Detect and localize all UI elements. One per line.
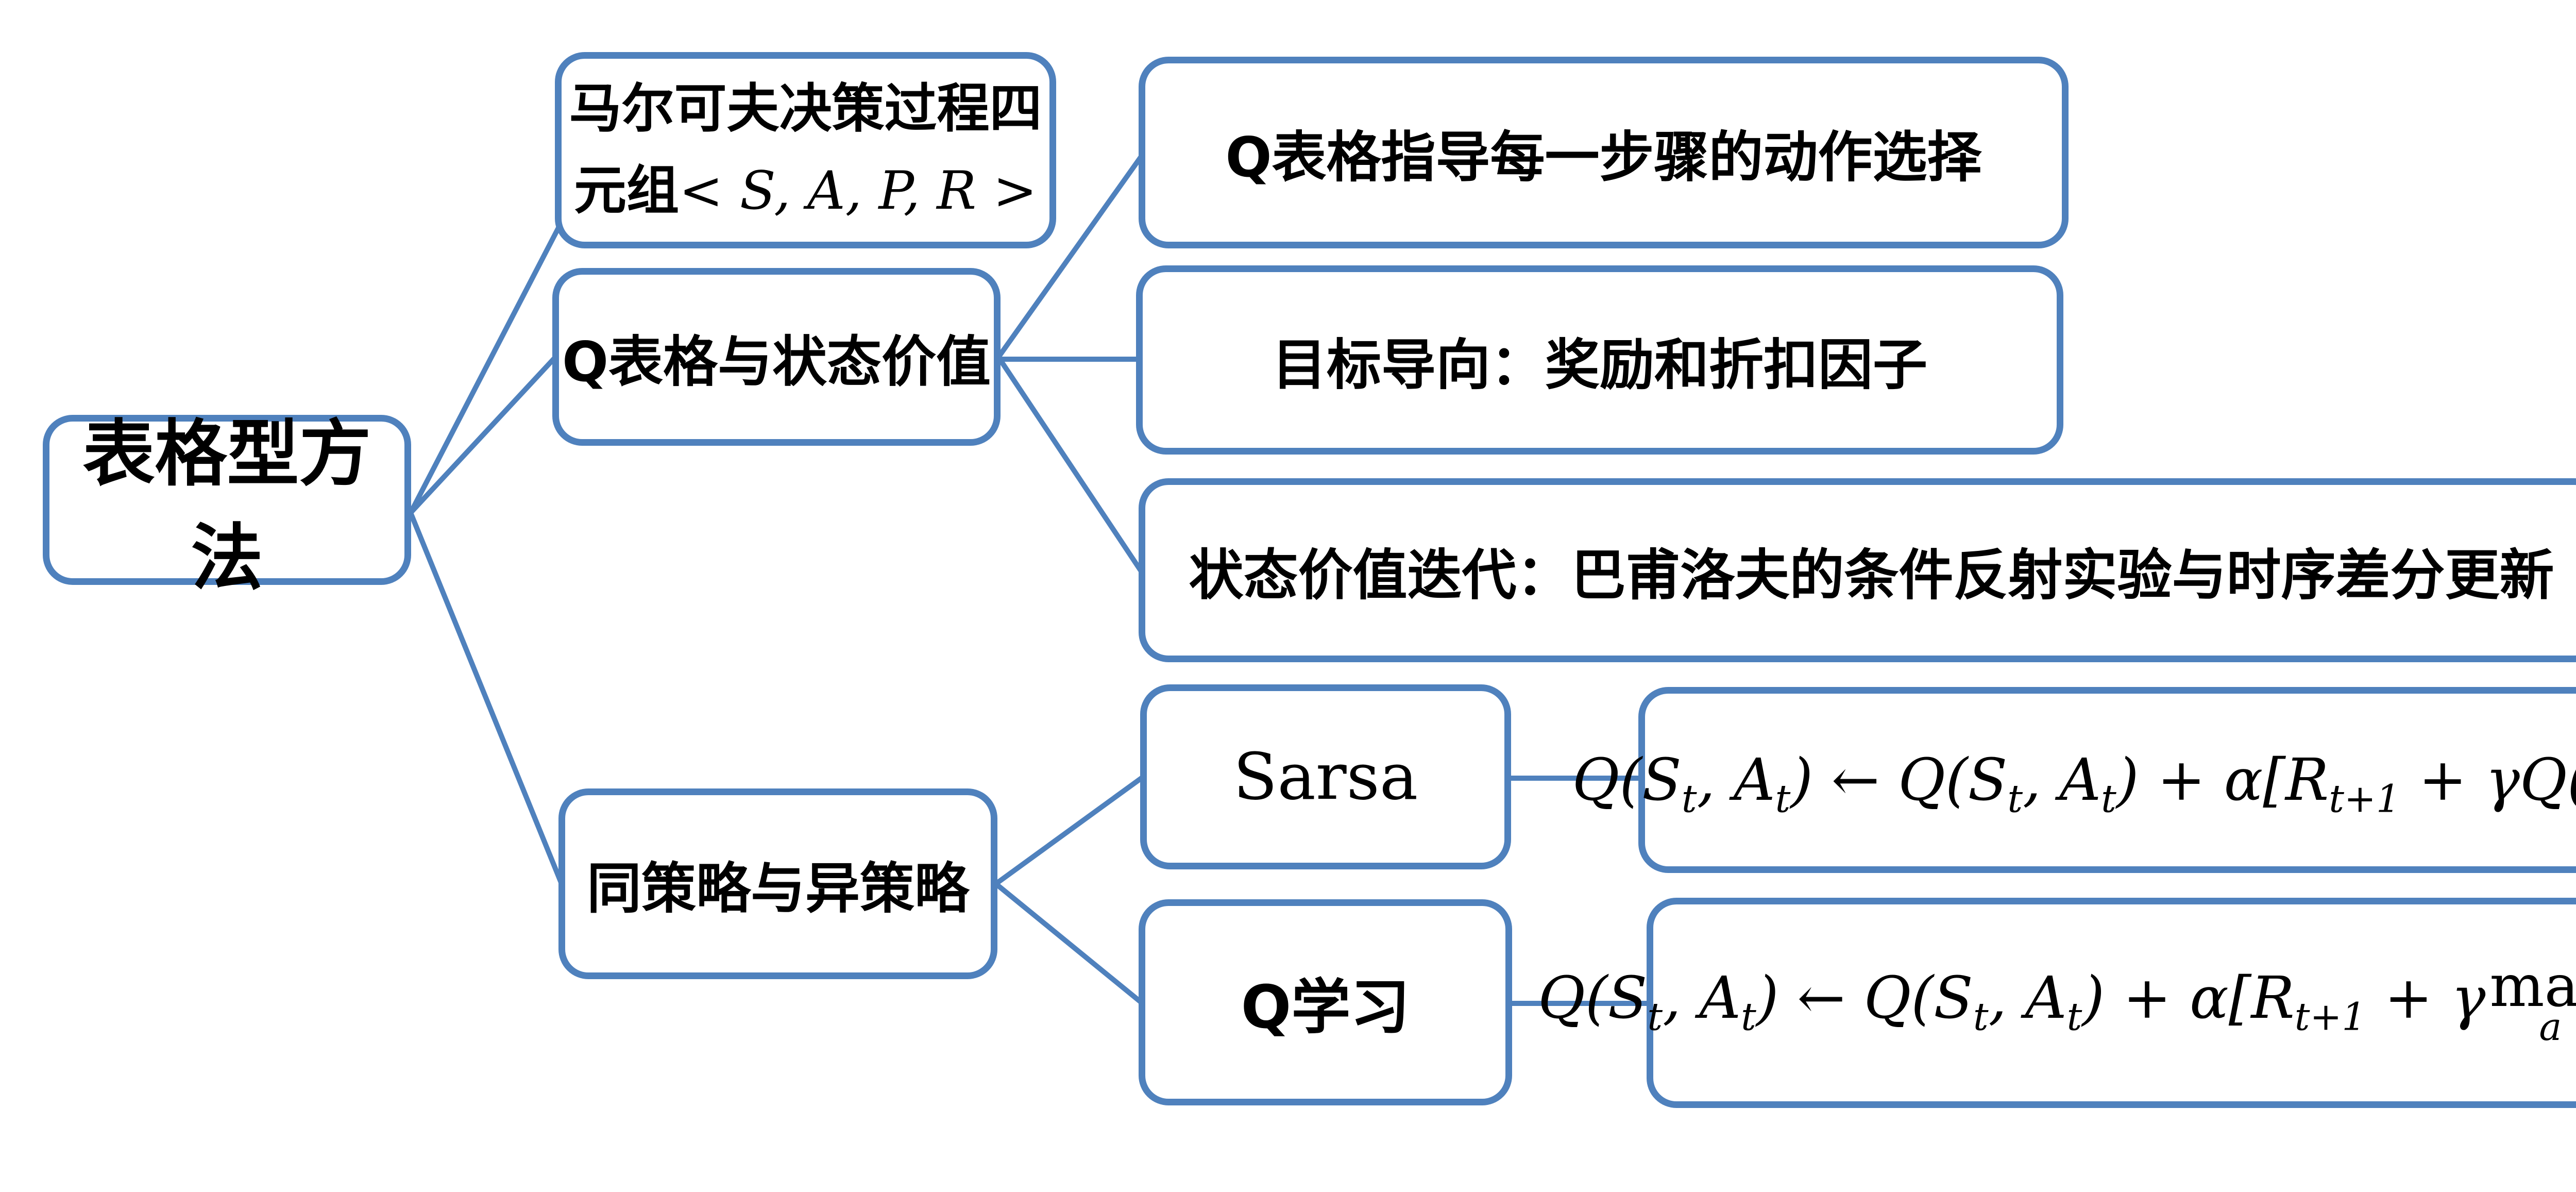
q-learning-formula-text: Q(St, At) ← Q(St, At) + α[Rt+1 + γmaxa Q…	[1538, 952, 2576, 1050]
node-q-learning: Q学习	[1139, 899, 1512, 1105]
node-mdp-quadruple: 马尔可夫决策过程四 元组< S, A, P, R >	[555, 52, 1056, 248]
connector-root-qtable	[409, 355, 557, 515]
node-sarsa: Sarsa	[1140, 684, 1511, 869]
node-goal-oriented-reward-discount: 目标导向：奖励和折扣因子	[1136, 265, 2063, 455]
node-mdp-line2: 元组< S, A, P, R >	[574, 150, 1037, 232]
node-mdp-line2-math: < S, A, P, R >	[679, 160, 1037, 222]
node-on-off-policy: 同策略与异策略	[558, 788, 997, 979]
connector-qtable-guide	[996, 156, 1143, 359]
sarsa-formula-text: Q(St, At) ← Q(St, At) + α[Rt+1 + γQ(St+1…	[1572, 746, 2576, 821]
connector-root-policy	[408, 512, 564, 885]
connector-policy-sarsa	[994, 775, 1144, 886]
connector-qtable-iter	[996, 356, 1143, 572]
node-qtable-action-selection-label: Q表格指导每一步骤的动作选择	[1225, 126, 1982, 189]
node-root-label: 表格型方法	[82, 412, 371, 600]
connector-root-mdp	[408, 225, 562, 514]
node-qtable-action-selection: Q表格指导每一步骤的动作选择	[1139, 57, 2069, 248]
node-root-tabular-methods: 表格型方法	[43, 412, 411, 600]
node-mdp-line1: 马尔可夫决策过程四	[569, 78, 1042, 140]
node-state-value-iteration-label: 状态价值迭代：巴甫洛夫的条件反射实验与时序差分更新	[1189, 543, 2554, 607]
node-sarsa-label: Sarsa	[1233, 740, 1418, 814]
node-qtable-label: Q表格与状态价值	[562, 330, 991, 394]
node-q-learning-label: Q学习	[1241, 973, 1410, 1042]
node-q-learning-formula: Q(St, At) ← Q(St, At) + α[Rt+1 + γmaxa Q…	[1538, 898, 2576, 1108]
node-sarsa-formula: Q(St, At) ← Q(St, At) + α[Rt+1 + γQ(St+1…	[1572, 687, 2576, 873]
node-goal-label: 目标导向：奖励和折扣因子	[1272, 333, 1927, 397]
node-policy-label: 同策略与异策略	[587, 857, 969, 920]
connector-policy-qlearn	[994, 882, 1143, 1004]
node-state-value-iteration: 状态价值迭代：巴甫洛夫的条件反射实验与时序差分更新	[1139, 478, 2576, 662]
node-qtable-state-value: Q表格与状态价值	[552, 268, 1001, 446]
node-mdp-line2-prefix: 元组	[574, 160, 679, 222]
